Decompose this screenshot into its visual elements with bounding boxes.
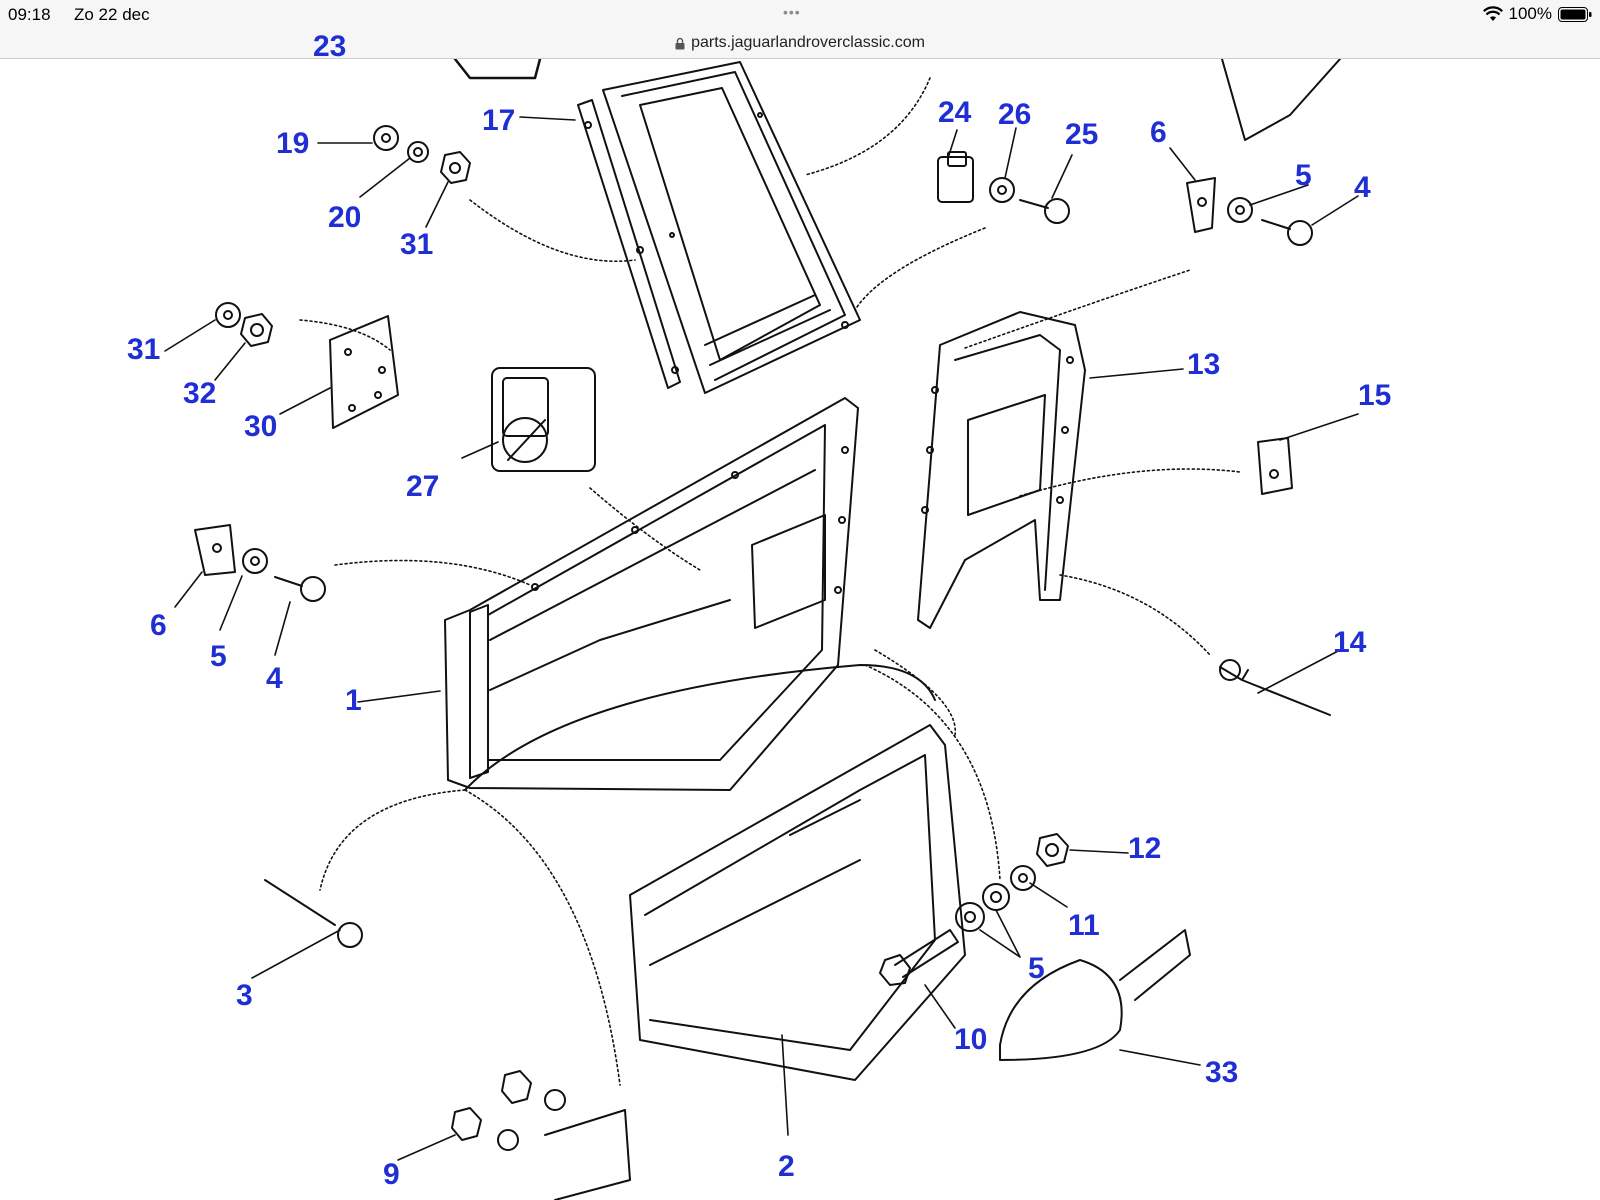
status-bar: 09:18 Zo 22 dec ••• 100%	[0, 0, 1600, 28]
callout-33[interactable]: 33	[1205, 1056, 1239, 1089]
callout-6-left[interactable]: 6	[150, 609, 167, 642]
callout-31-top[interactable]: 31	[400, 228, 434, 261]
callout-10[interactable]: 10	[954, 1023, 988, 1056]
lock-icon	[675, 37, 685, 49]
parts-diagram: 23 17 19 20 31 24 26 25 6 5 4 31 32 30 1…	[0, 32, 1600, 1200]
filler-flap	[999, 929, 1191, 1061]
callout-19[interactable]: 19	[276, 127, 310, 160]
callout-5-right[interactable]: 5	[1028, 952, 1045, 985]
callout-2[interactable]: 2	[778, 1150, 795, 1183]
status-date: Zo 22 dec	[74, 5, 150, 24]
warning-label-plate	[491, 367, 596, 472]
callout-3[interactable]: 3	[236, 979, 253, 1012]
callout-4-top[interactable]: 4	[1354, 171, 1371, 204]
status-time: 09:18	[8, 5, 51, 24]
callout-30[interactable]: 30	[244, 410, 278, 443]
callout-25[interactable]: 25	[1065, 118, 1099, 151]
upper-panel	[577, 61, 861, 394]
callout-9[interactable]: 9	[383, 1158, 400, 1191]
callout-24[interactable]: 24	[938, 96, 972, 129]
callout-27[interactable]: 27	[406, 470, 440, 503]
side-panel-2	[464, 664, 966, 1081]
callout-15[interactable]: 15	[1358, 379, 1392, 412]
leader-curves	[299, 77, 1241, 1086]
bracket-plate	[329, 315, 399, 429]
wifi-icon	[1482, 6, 1503, 21]
status-indicators: 100%	[1482, 4, 1592, 24]
callout-13[interactable]: 13	[1187, 348, 1221, 381]
side-panel-13	[917, 311, 1086, 629]
callout-6-top[interactable]: 6	[1150, 116, 1167, 149]
callout-11[interactable]: 11	[1068, 909, 1100, 942]
url-bar[interactable]: parts.jaguarlandroverclassic.com	[0, 28, 1600, 59]
callout-1[interactable]: 1	[345, 684, 362, 717]
callout-20[interactable]: 20	[328, 201, 362, 234]
callout-14[interactable]: 14	[1333, 626, 1367, 659]
small-hardware	[194, 125, 1331, 1200]
callout-26[interactable]: 26	[998, 98, 1032, 131]
callout-5-top[interactable]: 5	[1295, 159, 1312, 192]
callout-23[interactable]: 23	[313, 30, 347, 63]
callout-12[interactable]: 12	[1128, 832, 1162, 865]
callout-31-left[interactable]: 31	[127, 333, 161, 366]
battery-percent: 100%	[1508, 4, 1552, 23]
multitask-dots[interactable]: •••	[783, 4, 801, 20]
callout-32[interactable]: 32	[183, 377, 217, 410]
callout-5-left[interactable]: 5	[210, 640, 227, 673]
url-text[interactable]: parts.jaguarlandroverclassic.com	[691, 34, 925, 51]
side-panel-1	[444, 397, 859, 791]
callout-leaders	[164, 116, 1359, 1161]
callout-4-left[interactable]: 4	[266, 662, 283, 695]
battery-icon	[1558, 6, 1592, 22]
callout-17[interactable]: 17	[482, 104, 516, 137]
top-partial-parts	[453, 59, 1341, 141]
exploded-view-drawing	[164, 59, 1359, 1200]
